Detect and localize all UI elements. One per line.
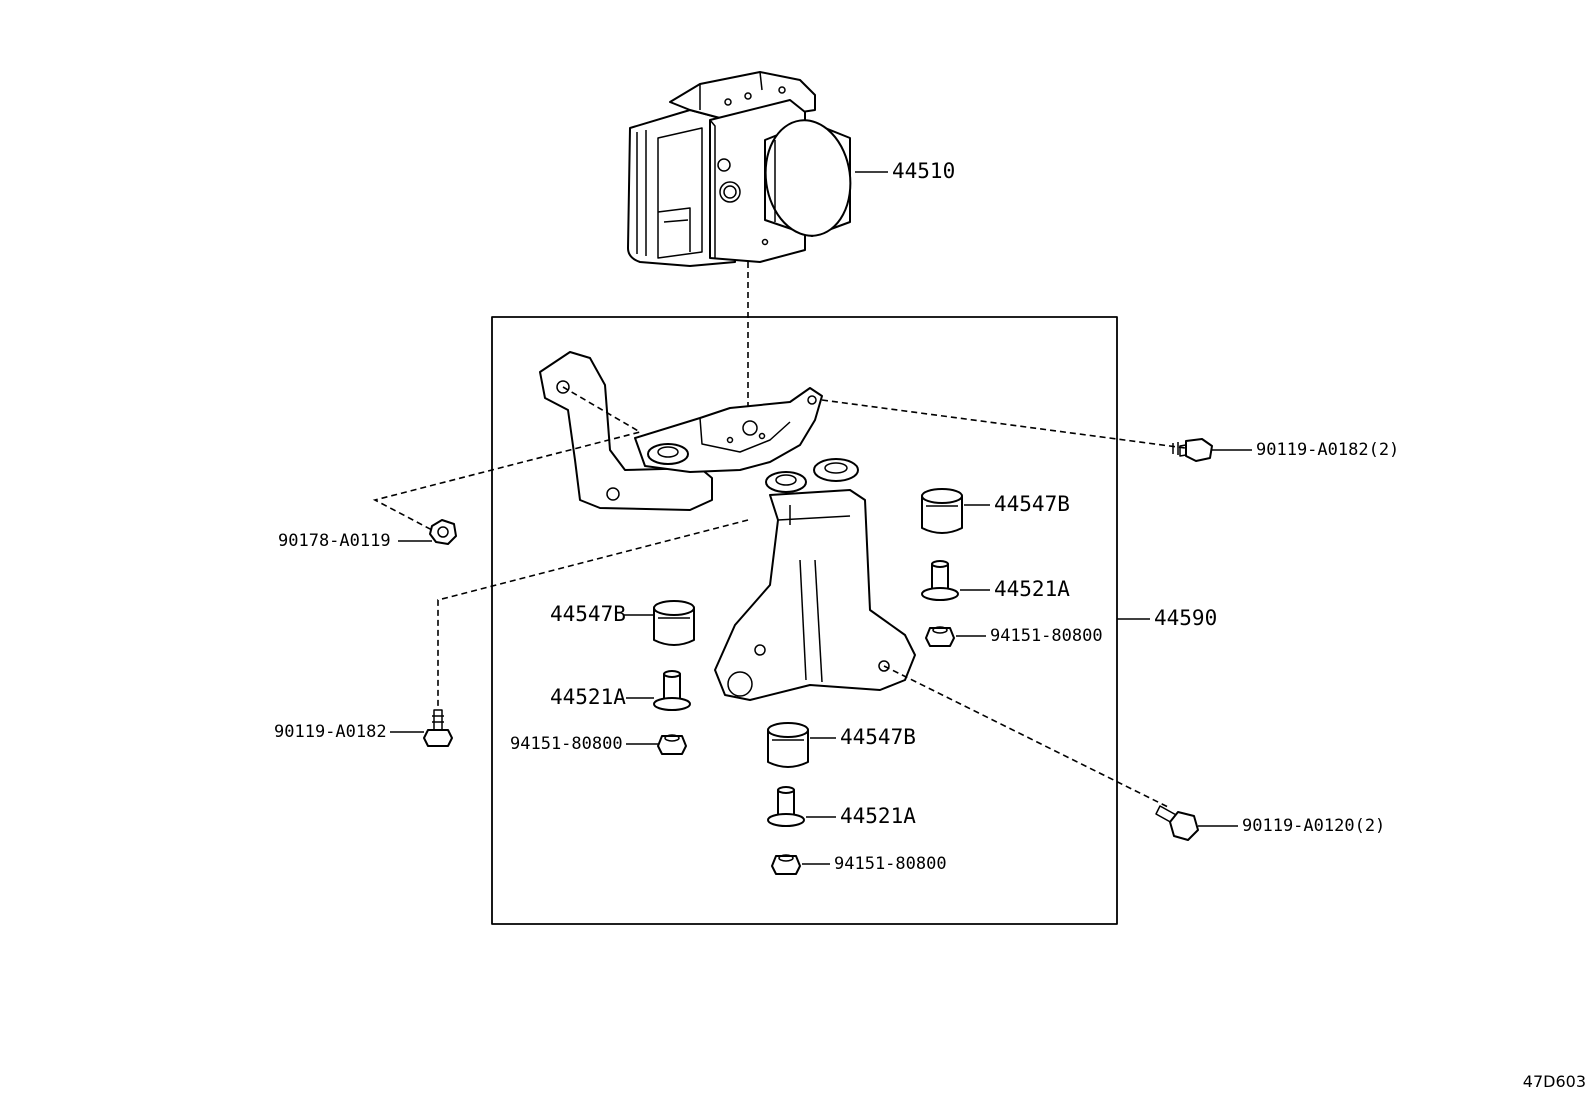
- nut-90178-a0119-illustration: [429, 519, 457, 545]
- nut-94151-80800-bottom-illustration: [771, 854, 801, 875]
- bolt-lower-right-line: [883, 665, 1171, 809]
- bracket-illustration: [539, 351, 916, 701]
- part-label-44547b-bottom: 44547B: [840, 725, 916, 749]
- part-label-44521a-right: 44521A: [994, 577, 1070, 601]
- collar-44521a-left-illustration: [653, 670, 691, 711]
- part-label-44510: 44510: [892, 159, 955, 183]
- grommet-44547b-left-illustration: [653, 600, 695, 646]
- part-label-90178-a0119: 90178-A0119: [278, 531, 391, 551]
- nut-94151-80800-right-illustration: [925, 626, 955, 647]
- nut-94151-80800-left-illustration: [657, 734, 687, 755]
- grommet-44547b-bottom-illustration: [767, 722, 809, 768]
- part-label-44590: 44590: [1154, 606, 1217, 630]
- bolt-upper-right-line: [821, 399, 1186, 449]
- nut-lines: [372, 386, 643, 531]
- bolt-90119-a0182-2-illustration: [1172, 438, 1213, 462]
- bracket-assembly-box: [491, 316, 1118, 925]
- part-label-44547b-left: 44547B: [550, 602, 626, 626]
- collar-44521a-right-illustration: [921, 560, 959, 601]
- part-label-94151-80800-right: 94151-80800: [990, 626, 1103, 646]
- diagram-id: 47D603: [1522, 1072, 1586, 1091]
- bolt-90119-a0182-illustration: [423, 709, 453, 747]
- part-label-94151-80800-left: 94151-80800: [510, 734, 623, 754]
- grommet-44547b-right-illustration: [921, 488, 963, 534]
- abs-actuator-illustration: [627, 71, 852, 267]
- part-label-94151-80800-bottom: 94151-80800: [834, 854, 947, 874]
- part-label-44521a-bottom: 44521A: [840, 804, 916, 828]
- part-label-44521a-left: 44521A: [550, 685, 626, 709]
- part-label-44547b-right: 44547B: [994, 492, 1070, 516]
- bolt-left-line: [437, 519, 749, 710]
- part-label-90119-a0182-2: 90119-A0182(2): [1256, 440, 1399, 460]
- bolt-90119-a0120-2-illustration: [1155, 805, 1199, 841]
- part-label-90119-a0120-2: 90119-A0120(2): [1242, 816, 1385, 836]
- part-label-90119-a0182: 90119-A0182: [274, 722, 387, 742]
- collar-44521a-bottom-illustration: [767, 786, 805, 827]
